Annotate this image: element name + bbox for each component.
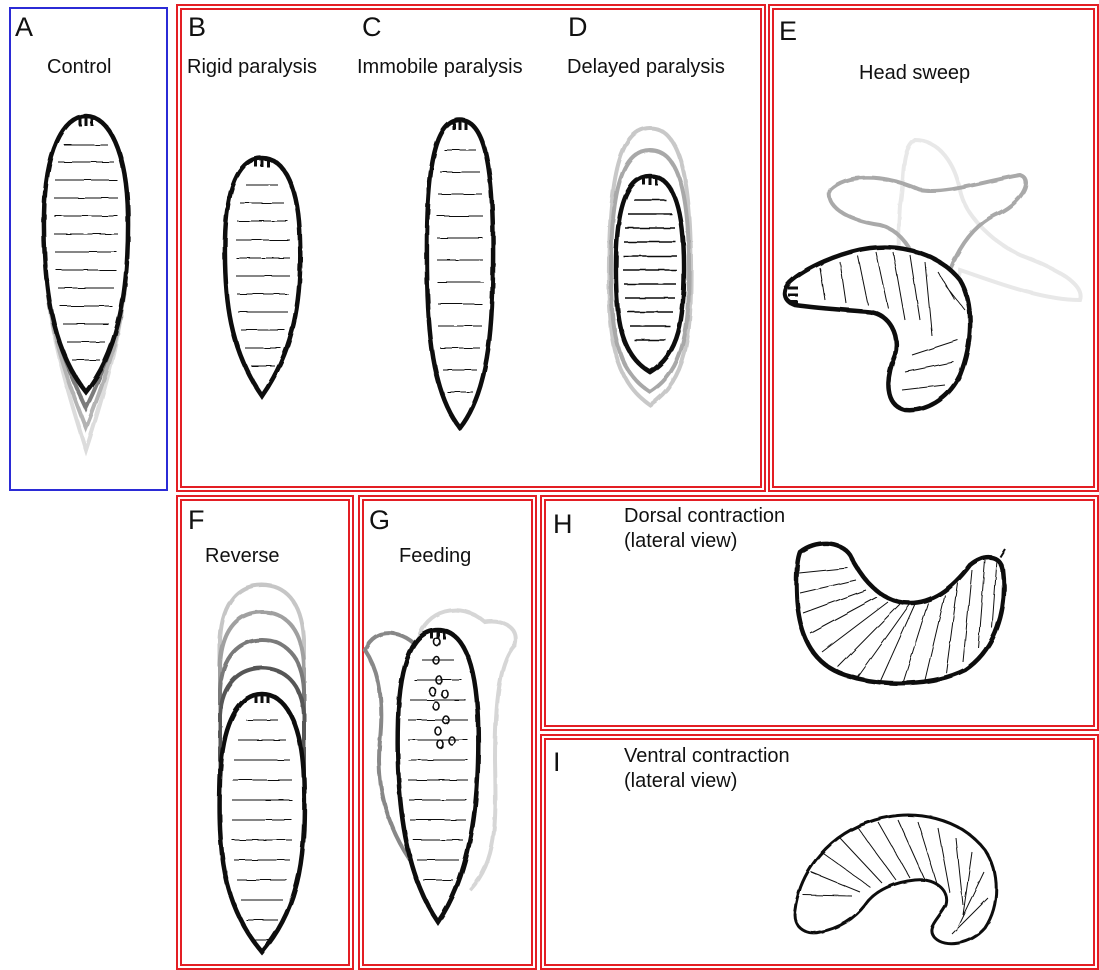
panel-h-larva (796, 543, 1005, 683)
panel-e-larva (785, 140, 1081, 410)
panel-d-larva (609, 128, 691, 405)
panel-g-larva (365, 610, 516, 922)
panel-i-larva (795, 815, 997, 944)
panel-f-larva (220, 585, 305, 952)
panel-a-larva (44, 116, 128, 450)
panel-c-larva (427, 120, 493, 428)
panel-b-larva (225, 158, 300, 396)
